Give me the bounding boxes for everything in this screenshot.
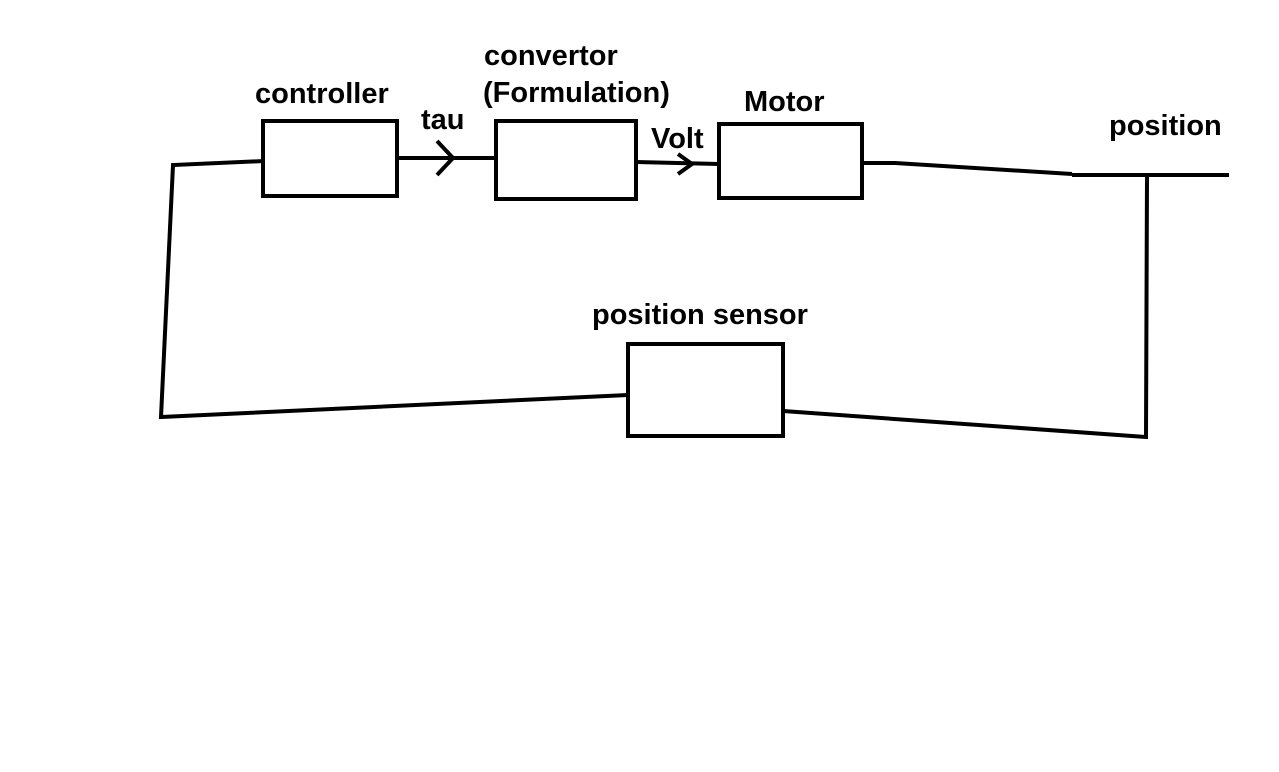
wires [158,156,1229,440]
volt-wire [635,160,720,166]
tau-label: tau [421,104,465,136]
position-output-label: position [1109,110,1222,142]
feedback-wire-right [782,174,1149,440]
blocks [261,119,864,438]
tau-arrowhead [435,139,456,177]
volt-arrowhead [676,152,696,176]
controller-label: controller [255,78,389,110]
motor-label: Motor [744,86,825,118]
arrows [435,139,696,177]
labels: controller tau convertor (Formulation) V… [255,40,1222,331]
controller-block [261,119,399,198]
motor-output-wire [862,161,1073,176]
convertor-formulation-label: (Formulation) [483,77,670,109]
position-sensor-label: position sensor [592,299,808,331]
position-sensor-block [626,342,785,438]
feedback-wire-left [158,159,629,420]
convertor-block [494,119,638,201]
volt-label: Volt [651,123,704,155]
motor-block [717,122,864,200]
convertor-label: convertor [484,40,618,72]
